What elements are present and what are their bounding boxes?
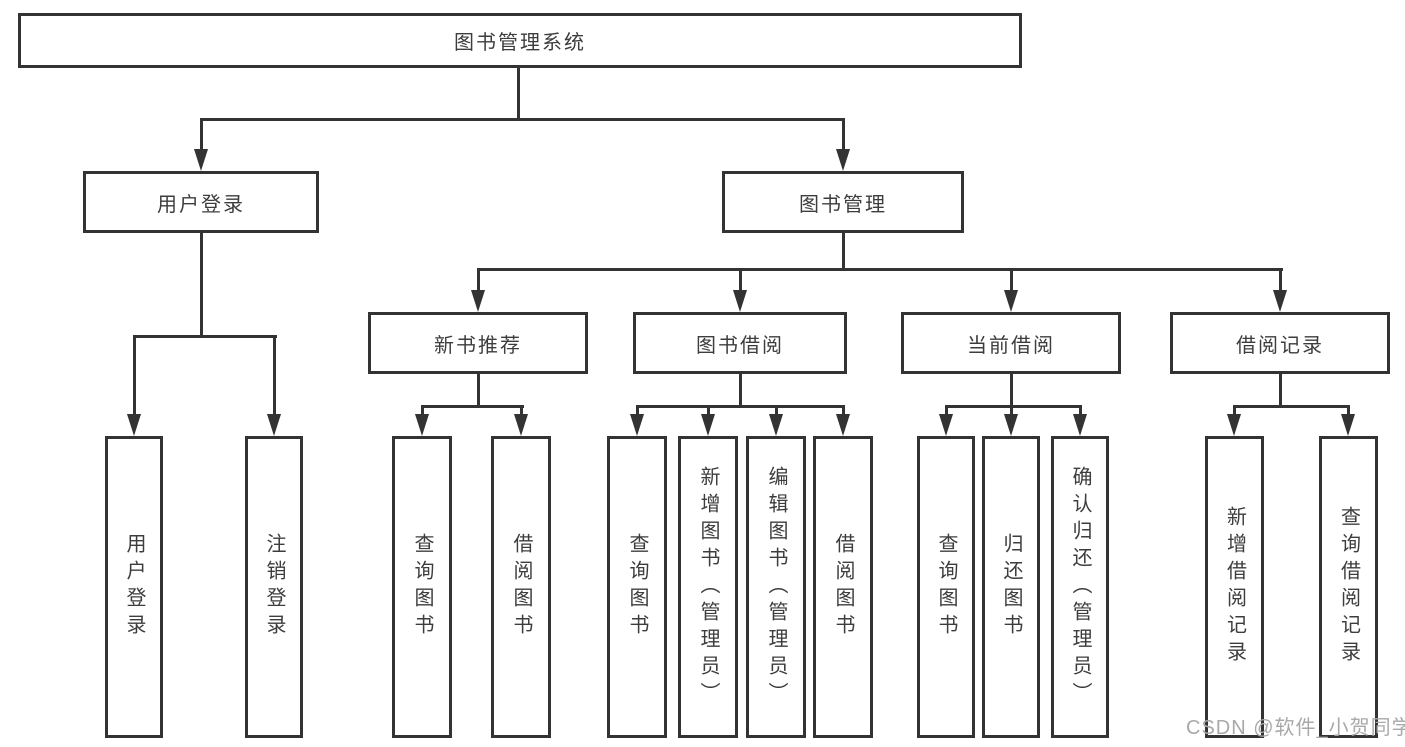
node-book-management: 图书管理 bbox=[722, 171, 964, 233]
arrow-down-icon bbox=[769, 414, 783, 436]
arrow-down-icon bbox=[1273, 290, 1287, 312]
node-book-borrowing: 图书借阅 bbox=[633, 312, 847, 374]
node-return-books: 归还图书 bbox=[982, 436, 1040, 738]
node-query-borrowing-record: 查询借阅记录 bbox=[1319, 436, 1378, 738]
arrow-down-icon bbox=[514, 414, 528, 436]
connector-current-borrowing-drop bbox=[1010, 268, 1013, 292]
arrow-down-icon bbox=[1227, 414, 1241, 436]
node-add-borrowing-record: 新增借阅记录 bbox=[1205, 436, 1264, 738]
connector-drop bbox=[1233, 405, 1236, 416]
connector-drop bbox=[636, 405, 639, 416]
connector-borrowing-records-stem bbox=[1279, 374, 1282, 407]
arrow-down-icon bbox=[630, 414, 644, 436]
connector-borrowing-records-branch bbox=[1233, 405, 1350, 408]
arrow-down-icon bbox=[194, 149, 208, 171]
node-current-borrowing: 当前借阅 bbox=[901, 312, 1121, 374]
connector-drop bbox=[421, 405, 424, 416]
connector-drop bbox=[1010, 405, 1013, 416]
arrow-down-icon bbox=[471, 290, 485, 312]
connector-user-login-stem bbox=[200, 233, 203, 337]
connector-user-login-branch bbox=[133, 335, 277, 338]
node-add-books-admin: 新增图书（管理员） bbox=[678, 436, 738, 738]
connector-root-stem bbox=[517, 68, 520, 120]
connector-drop bbox=[945, 405, 948, 416]
arrow-down-icon bbox=[1073, 414, 1087, 436]
node-query-books-borrowing: 查询图书 bbox=[607, 436, 667, 738]
arrow-down-icon bbox=[836, 414, 850, 436]
arrow-down-icon bbox=[1004, 290, 1018, 312]
connector-drop bbox=[842, 405, 845, 416]
arrow-down-icon bbox=[701, 414, 715, 436]
node-user-login-action: 用户登录 bbox=[105, 436, 163, 738]
connector-drop bbox=[520, 405, 523, 416]
connector-borrowing-records-drop bbox=[1279, 268, 1282, 292]
connector-root-branch bbox=[200, 118, 845, 121]
node-query-books-current: 查询图书 bbox=[917, 436, 975, 738]
connector-book-borrowing-stem bbox=[739, 374, 742, 407]
csdn-watermark: CSDN @软件_小贺同学 bbox=[1186, 717, 1405, 739]
connector-drop bbox=[707, 405, 710, 416]
arrow-down-icon bbox=[733, 290, 747, 312]
node-borrowing-records: 借阅记录 bbox=[1170, 312, 1390, 374]
connector-book-borrowing-drop bbox=[739, 268, 742, 292]
connector-book-management-branch bbox=[477, 268, 1283, 271]
arrow-down-icon bbox=[939, 414, 953, 436]
connector-drop bbox=[1347, 405, 1350, 416]
connector-drop bbox=[775, 405, 778, 416]
node-root-library-management-system: 图书管理系统 bbox=[18, 13, 1022, 68]
node-new-book-recommendation: 新书推荐 bbox=[368, 312, 588, 374]
arrow-down-icon bbox=[836, 149, 850, 171]
connector-new-book-stem bbox=[477, 374, 480, 407]
connector-new-book-branch bbox=[421, 405, 524, 408]
node-user-login: 用户登录 bbox=[83, 171, 319, 233]
arrow-down-icon bbox=[415, 414, 429, 436]
connector-book-management-stem bbox=[842, 233, 845, 270]
connector-current-borrowing-branch bbox=[945, 405, 1082, 408]
connector-drop bbox=[1079, 405, 1082, 416]
connector-login-action-drop bbox=[133, 335, 136, 416]
node-confirm-return-admin: 确认归还（管理员） bbox=[1051, 436, 1109, 738]
connector-book-management-drop bbox=[842, 118, 845, 152]
connector-book-borrowing-branch bbox=[636, 405, 845, 408]
connector-new-book-drop bbox=[477, 268, 480, 292]
arrow-down-icon bbox=[127, 414, 141, 436]
connector-current-borrowing-stem bbox=[1010, 374, 1013, 407]
node-borrow-books-borrowing: 借阅图书 bbox=[813, 436, 873, 738]
node-edit-books-admin: 编辑图书（管理员） bbox=[746, 436, 806, 738]
node-borrow-books-recommend: 借阅图书 bbox=[491, 436, 551, 738]
arrow-down-icon bbox=[1004, 414, 1018, 436]
node-query-books-recommend: 查询图书 bbox=[392, 436, 452, 738]
arrow-down-icon bbox=[1341, 414, 1355, 436]
connector-logout-action-drop bbox=[273, 335, 276, 416]
connector-user-login-drop bbox=[200, 118, 203, 152]
arrow-down-icon bbox=[267, 414, 281, 436]
node-logout-action: 注销登录 bbox=[245, 436, 303, 738]
